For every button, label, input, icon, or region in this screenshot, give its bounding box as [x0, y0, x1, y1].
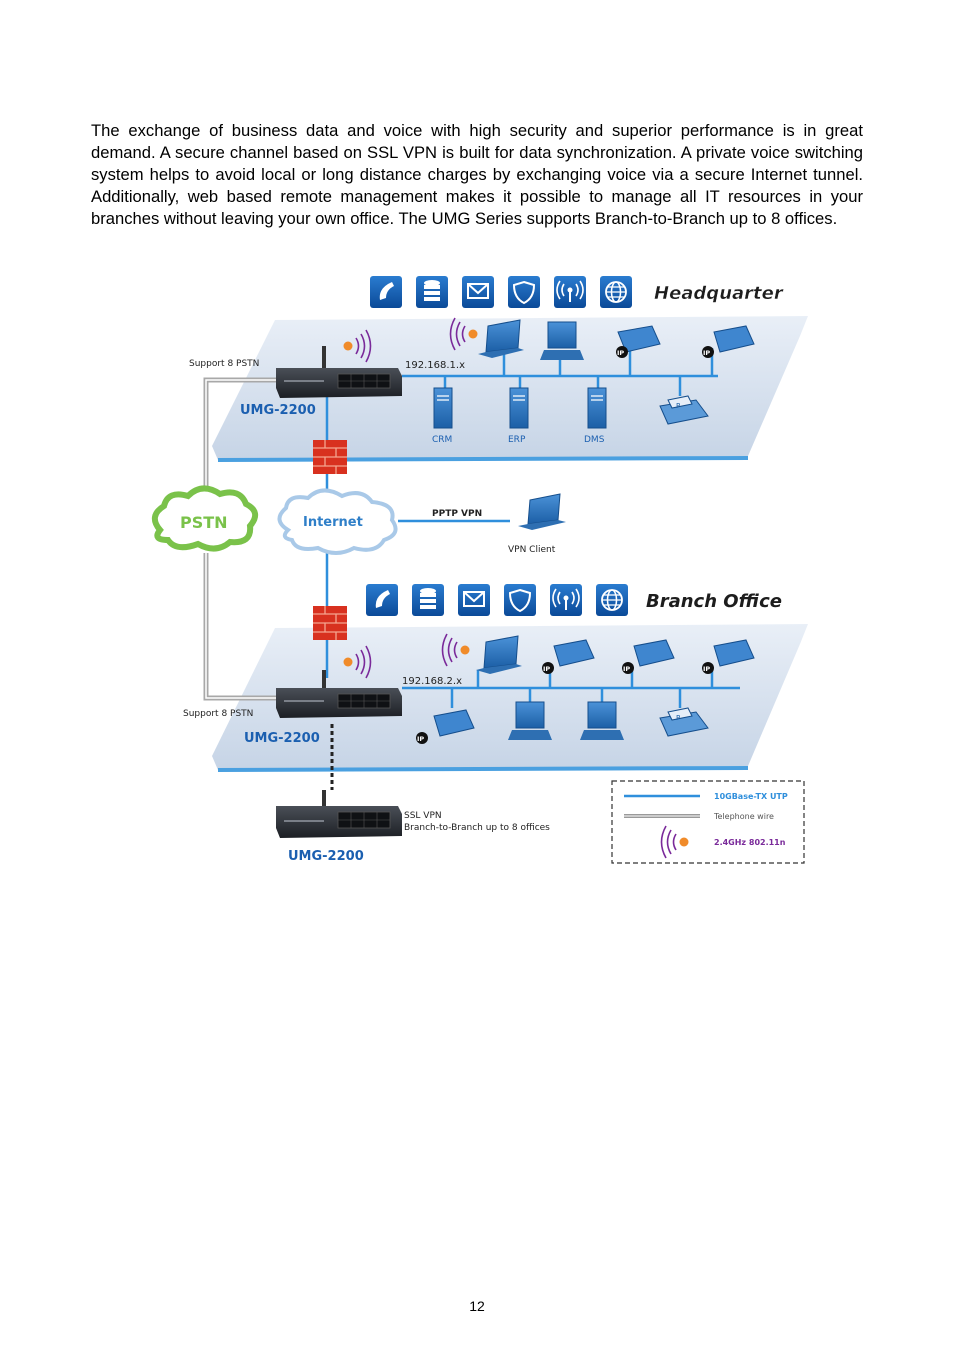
hq-lan	[325, 348, 718, 508]
hq-pstn-label: Support 8 PSTN	[189, 359, 259, 369]
branch-ip-phone-2: IP	[622, 639, 675, 674]
pstn-cloud: PSTN	[151, 485, 259, 552]
vpn-client-label: VPN Client	[508, 545, 556, 555]
branch-umg-device	[276, 670, 402, 718]
pptp-label: PPTP VPN	[432, 509, 482, 519]
svg-text:IP: IP	[617, 349, 624, 357]
branch-to-branch-label: Branch-to-Branch up to 8 offices	[404, 823, 550, 833]
hq-ip-phone-1: IP	[616, 325, 661, 358]
branch-ip-phone-4: IP	[416, 709, 475, 744]
legend: 10GBase-TX UTP Telephone wire 2.4GHz 802…	[611, 780, 805, 864]
hq-laptop	[478, 319, 524, 358]
hq-device-label: UMG-2200	[240, 403, 316, 418]
hq-device-wireless-icon	[343, 329, 372, 363]
svg-text:IP: IP	[417, 735, 424, 743]
internet-cloud-label: Internet	[303, 515, 363, 530]
legend-telephone-label: Telephone wire	[713, 812, 774, 821]
branch-desktop-1	[508, 701, 552, 740]
hq-servers	[433, 387, 607, 429]
pstn-cloud-label: PSTN	[180, 513, 228, 532]
branch-desktop-2	[580, 701, 624, 740]
hq-printer: P	[659, 395, 709, 425]
legend-wireless-label: 2.4GHz 802.11n	[714, 838, 786, 847]
remote-umg-device	[276, 790, 402, 838]
legend-utp-label: 10GBase-TX UTP	[714, 792, 788, 801]
hq-umg-device	[276, 346, 402, 398]
internet-cloud: Internet	[277, 488, 398, 555]
hq-subnet-label: 192.168.1.x	[405, 360, 465, 371]
svg-text:IP: IP	[543, 665, 550, 673]
svg-text:IP: IP	[623, 665, 630, 673]
svg-text:P: P	[676, 402, 680, 410]
branch-title: Branch Office	[646, 591, 782, 612]
legend-wireless-icon	[660, 825, 689, 859]
branch-service-icons	[366, 584, 628, 616]
server-crm-label: CRM	[432, 435, 452, 445]
branch-subnet-label: 192.168.2.x	[402, 676, 462, 687]
branch-pstn-label: Support 8 PSTN	[183, 709, 253, 719]
server-erp-label: ERP	[508, 435, 526, 445]
vpn-client-laptop	[518, 493, 566, 530]
branch-laptop	[476, 635, 522, 674]
hq-ip-phone-2: IP	[702, 325, 755, 358]
branch-firewall	[313, 606, 347, 640]
remote-device-label: UMG-2200	[288, 849, 364, 864]
ssl-vpn-label: SSL VPN	[404, 811, 442, 821]
hq-firewall	[313, 440, 347, 474]
network-diagram: Headquarter Branch Office	[140, 268, 820, 868]
page-number: 12	[469, 1298, 485, 1314]
hq-laptop-wireless-icon	[449, 317, 478, 351]
branch-device-wireless-icon	[343, 645, 372, 679]
svg-text:IP: IP	[703, 665, 710, 673]
branch-laptop-wireless-icon	[441, 633, 470, 667]
hq-service-icons	[370, 276, 632, 308]
branch-printer: P	[659, 707, 709, 737]
hq-title: Headquarter	[654, 283, 784, 304]
server-dms-label: DMS	[584, 435, 605, 445]
branch-ip-phone-3: IP	[702, 639, 755, 674]
svg-text:IP: IP	[703, 349, 710, 357]
body-paragraph: The exchange of business data and voice …	[91, 121, 863, 228]
svg-text:P: P	[676, 714, 680, 722]
branch-ip-phone-1: IP	[542, 639, 595, 674]
hq-desktop	[540, 321, 584, 360]
branch-device-label: UMG-2200	[244, 731, 320, 746]
